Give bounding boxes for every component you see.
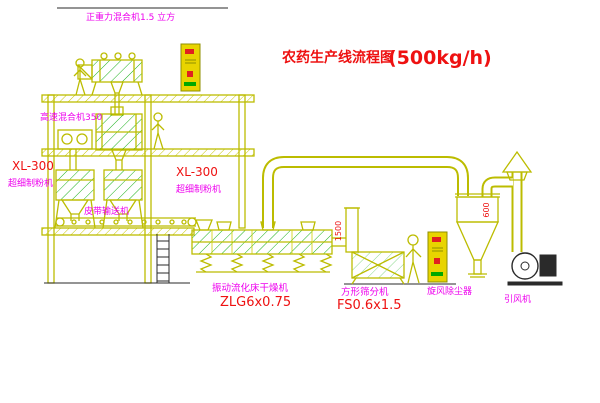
- diagram-capacity: (500kg/h): [388, 47, 492, 69]
- vent-cap: [501, 150, 533, 181]
- diagram-title: 农药生产线流程图: [281, 49, 394, 66]
- gravity-mixer: [77, 52, 143, 114]
- label-mill-center-name: 超细制粉机: [176, 183, 221, 195]
- control-panel-right: [427, 231, 448, 283]
- label-dryer-name: 振动流化床干燥机: [212, 282, 289, 294]
- support-ladder: [44, 234, 456, 285]
- label-fan: 引风机: [504, 293, 531, 305]
- label-high-speed-mixer: 高速混合机350: [40, 111, 102, 123]
- worker-figure-ground: [405, 234, 422, 284]
- mill-center: [102, 169, 144, 229]
- label-belt-conveyor: 皮带输送机: [84, 205, 129, 217]
- feeder-unit: [57, 129, 93, 170]
- fluid-bed-dryer: [191, 219, 346, 273]
- dim-cyclone: 600: [482, 202, 491, 217]
- mill-left: [54, 169, 96, 229]
- label-sieve-model: FS0.6x1.5: [337, 298, 402, 313]
- dim-standpipe: 1500: [334, 221, 343, 241]
- worker-figure-roof: [73, 58, 87, 96]
- cyclone-separator: [455, 193, 500, 278]
- label-mill-left-model: XL-300: [12, 159, 54, 173]
- control-panel-top: [180, 43, 201, 92]
- label-gravity-mixer: 正重力混合机1.5 立方: [86, 11, 175, 23]
- label-cyclone: 旋风除尘器: [427, 285, 472, 297]
- exhaust-ducting: [262, 156, 523, 252]
- label-sieve-name: 方形筛分机: [341, 286, 389, 298]
- standpipe: [344, 207, 360, 253]
- square-sieve: [351, 251, 405, 285]
- belt-conveyor: [55, 217, 197, 227]
- label-dryer-model: ZLG6x0.75: [220, 295, 291, 310]
- worker-figure-floor2: [151, 112, 165, 150]
- high-speed-mixer: [95, 106, 143, 170]
- label-mill-left-name: 超细制粉机: [8, 177, 53, 189]
- label-mill-center-model: XL-300: [176, 165, 218, 179]
- induced-draft-fan: [507, 252, 563, 286]
